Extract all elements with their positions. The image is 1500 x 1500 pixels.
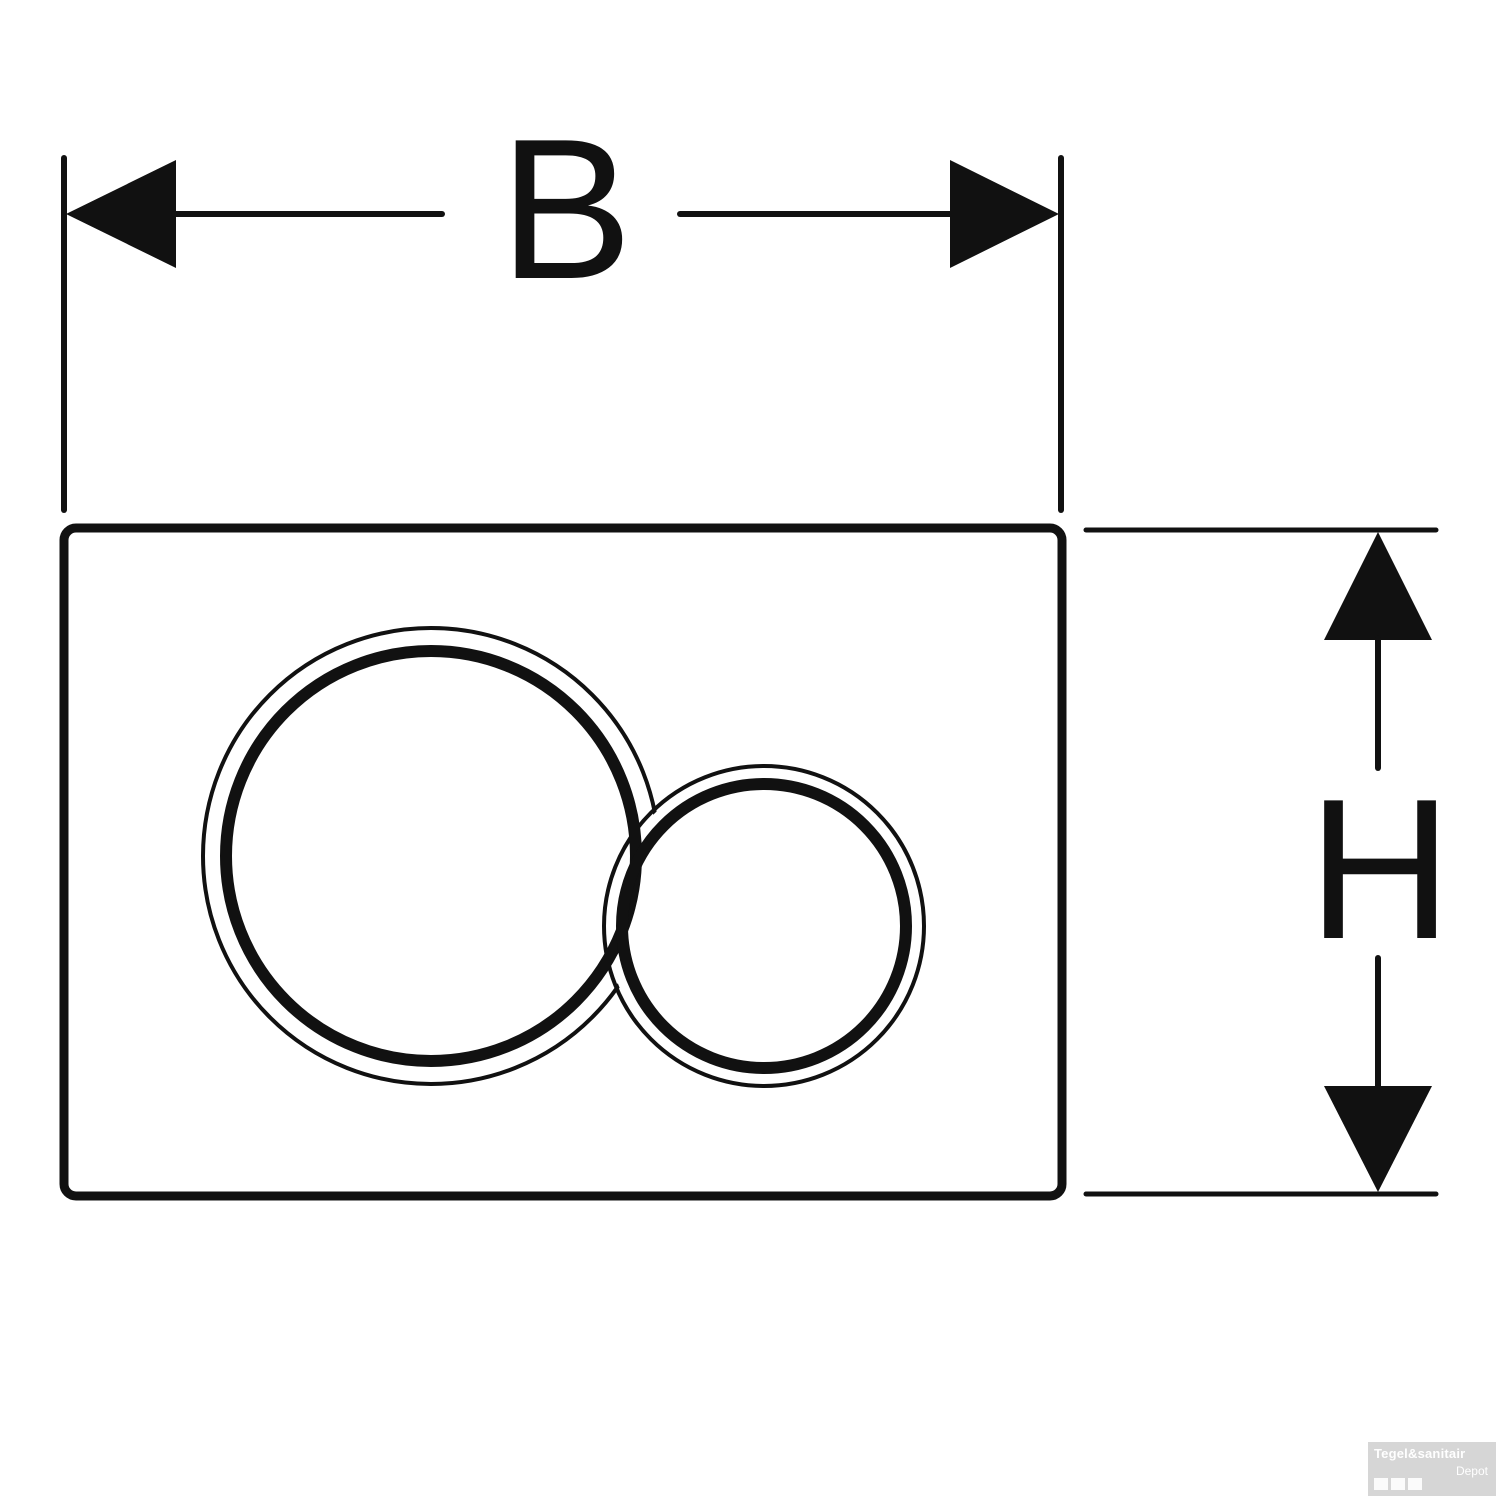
width-dimension: B <box>61 98 1064 513</box>
watermark-sub: Depot <box>1455 1464 1488 1478</box>
height-label: H <box>1308 758 1452 981</box>
flush-plate-outline <box>59 523 1067 1201</box>
watermark-tile <box>1408 1478 1422 1490</box>
height-dimension: H <box>1083 527 1452 1197</box>
watermark-logo: Tegel&sanitair Depot <box>1368 1442 1496 1496</box>
watermark-brand: Tegel&sanitair <box>1374 1446 1466 1461</box>
small-button-gap <box>607 769 921 1083</box>
watermark-tiles-icon <box>1374 1478 1422 1490</box>
arrowhead-up-icon <box>1324 532 1432 640</box>
arrowhead-down-icon <box>1324 1086 1432 1192</box>
flush-buttons <box>201 626 926 1088</box>
large-button-inner-ring <box>220 645 642 1067</box>
small-button-outer-ring <box>602 764 926 1088</box>
watermark-tile <box>1374 1478 1388 1490</box>
large-button-outer-ring <box>201 626 661 1086</box>
width-label: B <box>499 98 632 321</box>
small-button-inner-ring <box>616 778 912 1074</box>
arrowhead-left-icon <box>66 160 176 268</box>
arrowhead-right-icon <box>950 160 1059 268</box>
watermark-tile <box>1391 1478 1405 1490</box>
